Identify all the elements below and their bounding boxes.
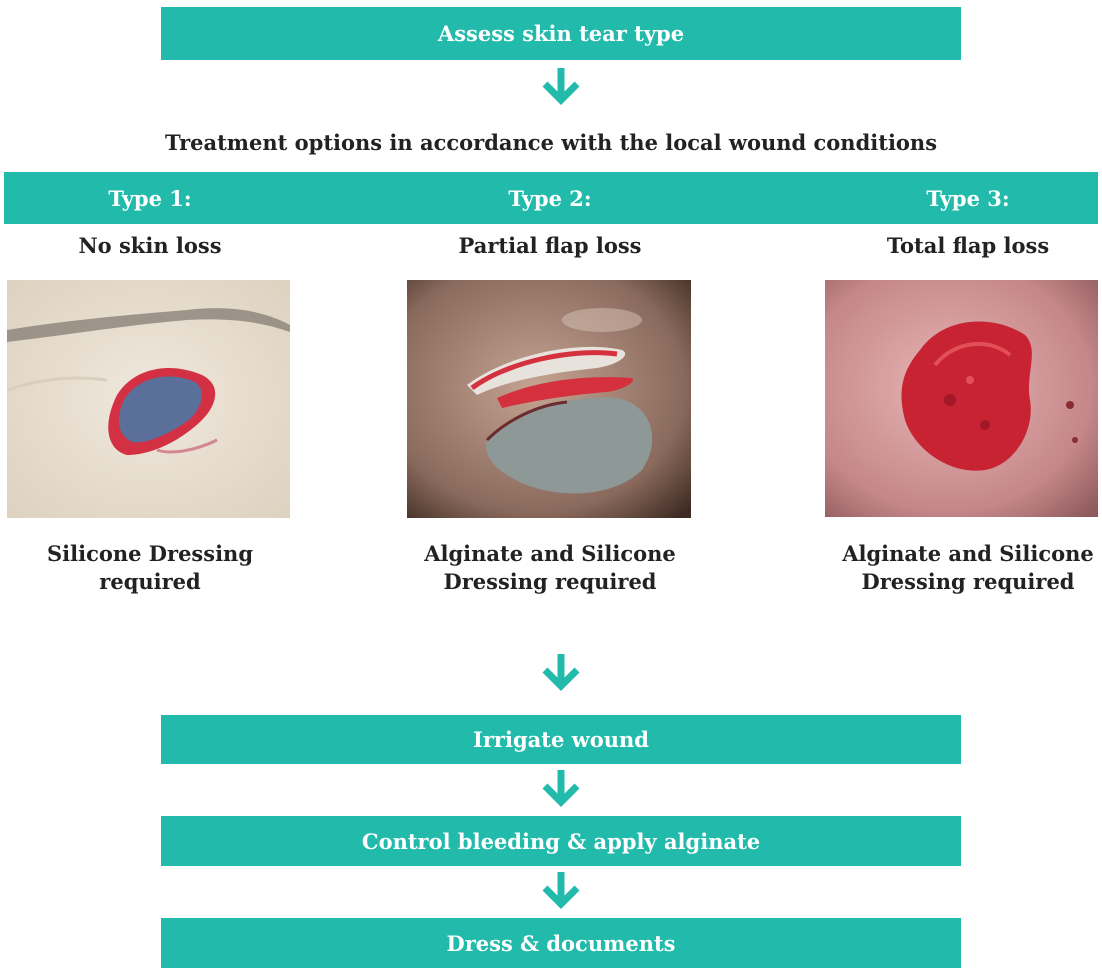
assess-box: Assess skin tear type [161, 7, 961, 60]
type-2-subtitle: Partial flap loss [400, 233, 700, 258]
irrigate-wound-box: Irrigate wound [161, 715, 961, 764]
down-arrow-icon [540, 870, 582, 910]
down-arrow-icon [540, 66, 582, 106]
wound-photo-type3 [825, 280, 1098, 517]
treatment-heading: Treatment options in accordance with the… [0, 130, 1102, 155]
type-1-caption-line1: Silicone Dressing [0, 540, 300, 568]
dress-documents-box: Dress & documents [161, 918, 961, 968]
type-3-caption-line2: Dressing required [818, 568, 1102, 596]
type-1-caption-line2: required [0, 568, 300, 596]
type-1-subtitle: No skin loss [0, 233, 300, 258]
dress-documents-label: Dress & documents [447, 931, 676, 956]
type-3-caption: Alginate and Silicone Dressing required [818, 540, 1102, 596]
type-3-title: Type 3: [818, 172, 1102, 224]
type-2-title: Type 2: [400, 172, 700, 224]
type-2-caption-line2: Dressing required [400, 568, 700, 596]
type-3-caption-line1: Alginate and Silicone [818, 540, 1102, 568]
control-bleeding-label: Control bleeding & apply alginate [362, 829, 760, 854]
wound-photo-type1 [7, 280, 290, 518]
irrigate-wound-label: Irrigate wound [473, 727, 649, 752]
type-2-caption-line1: Alginate and Silicone [400, 540, 700, 568]
wound-photo-type2 [407, 280, 691, 518]
type-2-caption: Alginate and Silicone Dressing required [400, 540, 700, 596]
down-arrow-icon [540, 768, 582, 808]
type-3-subtitle: Total flap loss [818, 233, 1102, 258]
control-bleeding-box: Control bleeding & apply alginate [161, 816, 961, 866]
assess-box-label: Assess skin tear type [438, 21, 684, 46]
type-1-caption: Silicone Dressing required [0, 540, 300, 596]
type-1-title: Type 1: [0, 172, 300, 224]
down-arrow-icon [540, 652, 582, 692]
